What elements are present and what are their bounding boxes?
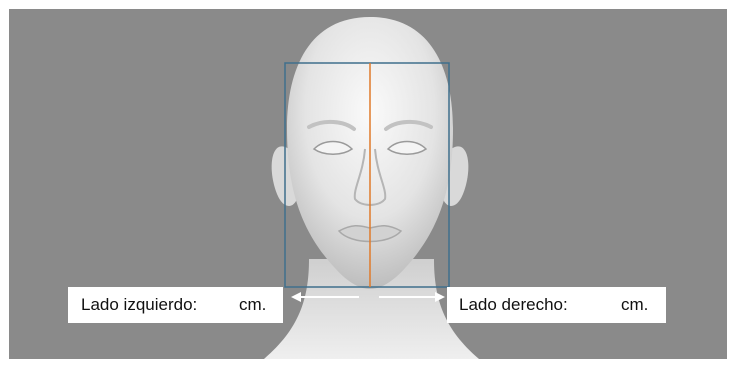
left-side-unit: cm. <box>239 295 266 315</box>
right-side-label: Lado derecho: <box>459 295 568 315</box>
right-side-label-box: Lado derecho: cm. <box>447 287 666 323</box>
diagram-canvas: Lado izquierdo: cm. Lado derecho: cm. <box>9 9 727 359</box>
right-side-unit: cm. <box>621 295 648 315</box>
left-side-label: Lado izquierdo: <box>81 295 197 315</box>
left-side-label-box: Lado izquierdo: cm. <box>68 287 283 323</box>
